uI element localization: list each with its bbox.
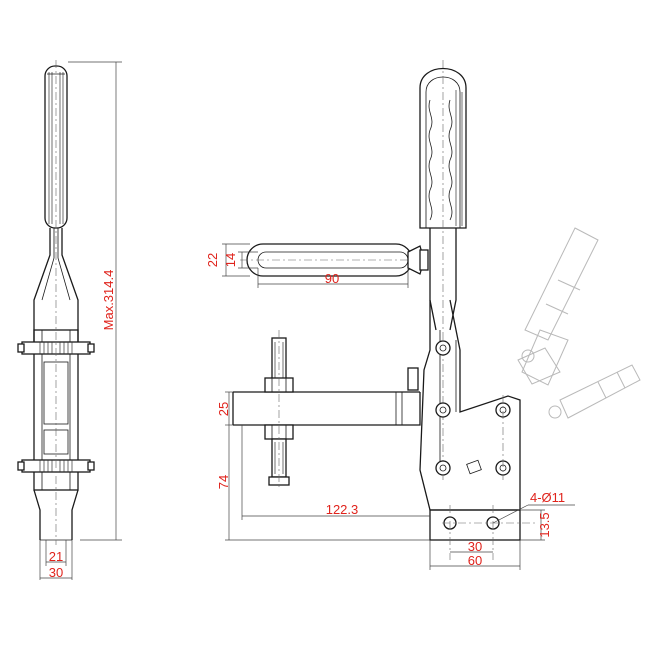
dim-30-label: 30	[468, 539, 482, 554]
u-bar	[240, 243, 429, 277]
dim-22-label: 22	[205, 253, 220, 267]
dim-25-label: 25	[216, 402, 231, 416]
pivot-middle	[435, 402, 451, 418]
pivot-lower	[435, 460, 451, 476]
spindle	[264, 330, 294, 490]
holes-label: 4-Ø11	[530, 490, 565, 505]
clamp-arm	[232, 391, 421, 426]
dim-13-5-label: 13.5	[537, 512, 552, 537]
front-view: 22 14 90 25 74 122.3 4-Ø11 30 60 13.5	[205, 60, 641, 570]
stop-block	[407, 367, 419, 391]
open-position-ghost	[517, 227, 641, 419]
dim-14-label: 14	[223, 253, 238, 267]
dim-90-label: 90	[325, 271, 339, 286]
dim-74-label: 74	[216, 475, 231, 489]
side-body	[33, 329, 79, 491]
side-handle-arms	[33, 228, 79, 345]
dim-30-left-label: 30	[49, 565, 63, 580]
max-height-label: Max.314.4	[101, 270, 116, 331]
pivot-upper	[435, 340, 451, 356]
dim-60-label: 60	[468, 553, 482, 568]
side-base-flanges	[33, 489, 79, 540]
side-view: Max.314.4 21 30	[17, 60, 122, 580]
dim-21-label: 21	[49, 549, 63, 564]
front-dimensions	[222, 243, 575, 570]
dim-122-3-label: 122.3	[326, 502, 359, 517]
base-plate	[429, 505, 535, 560]
